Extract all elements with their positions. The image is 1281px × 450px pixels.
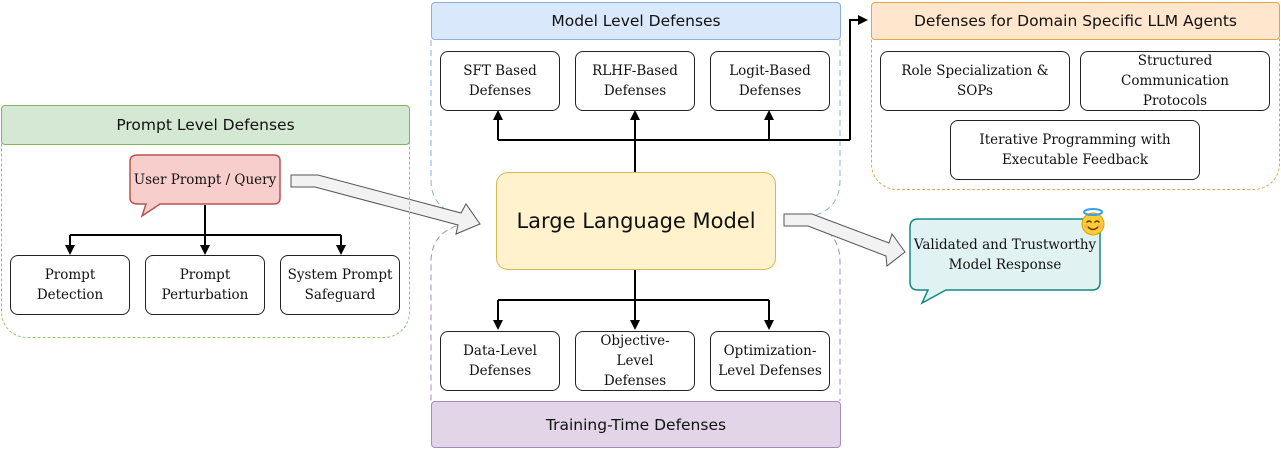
model-region-left-border xyxy=(430,40,477,219)
structured-communication-box: Structured Communication Protocols xyxy=(1080,51,1270,111)
iterative-programming-box: Iterative Programming with Executable Fe… xyxy=(950,120,1200,180)
sft-based-defenses-box: SFT Based Defenses xyxy=(440,51,560,111)
prompt-level-header: Prompt Level Defenses xyxy=(1,105,410,145)
model-level-header: Model Level Defenses xyxy=(431,2,841,40)
optimization-level-defenses-box: Optimization- Level Defenses xyxy=(710,331,830,391)
smiling-face-with-halo-icon xyxy=(1081,208,1105,236)
training-time-header: Training-Time Defenses xyxy=(431,401,841,448)
prompt-detection-box: Prompt Detection xyxy=(10,255,130,315)
validated-response-bubble: Validated and Trustworthy Model Response xyxy=(913,236,1097,273)
llm-to-output-block-arrow xyxy=(783,213,906,267)
system-prompt-safeguard-box: System Prompt Safeguard xyxy=(280,255,400,315)
data-level-defenses-box: Data-Level Defenses xyxy=(440,331,560,391)
query-to-llm-block-arrow xyxy=(290,174,481,235)
training-region-right-border xyxy=(799,221,841,401)
user-prompt-bubble-shape xyxy=(129,154,281,218)
arrow-to-domain-agents xyxy=(849,15,868,140)
logit-based-defenses-box: Logit-Based Defenses xyxy=(710,51,830,111)
objective-level-defenses-box: Objective-Level Defenses xyxy=(575,331,695,391)
prompt-perturbation-box: Prompt Perturbation xyxy=(145,255,265,315)
role-specialization-box: Role Specialization & SOPs xyxy=(880,51,1070,111)
user-prompt-bubble: User Prompt / Query xyxy=(133,171,277,188)
prompt-level-region xyxy=(1,126,410,338)
rlhf-based-defenses-box: RLHF-Based Defenses xyxy=(575,51,695,111)
large-language-model-box: Large Language Model xyxy=(496,172,776,270)
domain-agents-header: Defenses for Domain Specific LLM Agents xyxy=(871,2,1280,40)
domain-agents-region xyxy=(871,22,1280,190)
